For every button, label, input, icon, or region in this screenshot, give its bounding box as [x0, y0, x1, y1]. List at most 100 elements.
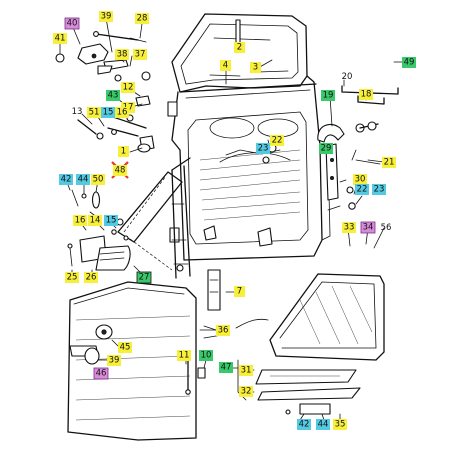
callout-56: 56 — [381, 223, 392, 233]
callout-7: 7 — [234, 286, 245, 297]
callout-42-a: 42 — [59, 174, 73, 185]
callout-11: 11 — [177, 350, 191, 361]
svg-text:15: 15 — [103, 108, 114, 118]
svg-text:23: 23 — [374, 185, 385, 195]
callout-12: 12 — [121, 82, 135, 93]
svg-text:31: 31 — [241, 366, 252, 376]
svg-text:56: 56 — [381, 223, 392, 233]
svg-text:26: 26 — [86, 273, 97, 283]
vent-glass-parts — [203, 273, 385, 415]
svg-text:23: 23 — [258, 144, 269, 154]
callout-15-top: 15 — [101, 107, 115, 118]
svg-text:30: 30 — [355, 175, 366, 185]
svg-text:14: 14 — [90, 216, 101, 226]
svg-text:50: 50 — [93, 175, 104, 185]
svg-text:35: 35 — [335, 420, 346, 430]
part-callouts: 28 40 41 39 38 37 12 2 3 4 49 20 19 18 4… — [53, 11, 416, 430]
svg-text:3: 3 — [253, 63, 258, 73]
callout-33: 33 — [342, 222, 356, 233]
svg-text:20: 20 — [342, 72, 353, 82]
callout-44-b: 44 — [316, 419, 330, 430]
svg-text:32: 32 — [241, 387, 252, 397]
svg-text:16: 16 — [117, 108, 128, 118]
callout-39-b: 39 — [107, 355, 121, 366]
door-trim-panel — [67, 281, 206, 441]
svg-text:27: 27 — [139, 273, 150, 283]
svg-text:19: 19 — [323, 91, 334, 101]
callout-1: 1 — [118, 146, 129, 157]
svg-text:48: 48 — [115, 166, 126, 176]
svg-text:47: 47 — [221, 363, 232, 373]
callout-25: 25 — [65, 272, 79, 283]
svg-text:46: 46 — [96, 369, 107, 379]
callout-23-b: 23 — [372, 184, 386, 195]
callout-34: 34 — [360, 221, 376, 234]
callout-3: 3 — [250, 62, 261, 73]
handle-parts — [262, 85, 399, 210]
callout-10: 10 — [199, 350, 213, 361]
svg-text:18: 18 — [361, 90, 372, 100]
callout-29: 29 — [319, 143, 333, 154]
svg-text:25: 25 — [67, 273, 78, 283]
callout-43: 43 — [106, 90, 120, 101]
svg-text:15: 15 — [106, 216, 117, 226]
svg-text:39: 39 — [109, 356, 120, 366]
svg-text:33: 33 — [344, 223, 355, 233]
callout-27: 27 — [136, 271, 152, 284]
svg-text:42: 42 — [61, 175, 72, 185]
callout-36: 36 — [216, 325, 230, 336]
callout-40: 40 — [64, 17, 80, 30]
svg-text:42: 42 — [299, 420, 310, 430]
callout-49: 49 — [402, 57, 416, 68]
svg-text:4: 4 — [223, 61, 228, 71]
svg-text:16: 16 — [75, 216, 86, 226]
callout-37: 37 — [133, 49, 147, 60]
callout-41: 41 — [53, 33, 67, 44]
callout-22-b: 22 — [355, 184, 369, 195]
callout-42-b: 42 — [297, 419, 311, 430]
svg-text:7: 7 — [237, 287, 242, 297]
svg-text:37: 37 — [135, 50, 146, 60]
callout-32: 32 — [239, 386, 253, 397]
svg-text:36: 36 — [218, 326, 229, 336]
callout-47: 47 — [219, 362, 233, 373]
svg-text:1: 1 — [121, 147, 126, 157]
svg-text:43: 43 — [108, 91, 119, 101]
svg-text:44: 44 — [318, 420, 329, 430]
door-frame — [167, 13, 331, 261]
callout-38: 38 — [115, 49, 129, 60]
callout-4: 4 — [220, 60, 231, 71]
svg-text:44: 44 — [78, 175, 89, 185]
callout-14: 14 — [88, 215, 102, 226]
svg-text:49: 49 — [404, 58, 415, 68]
svg-text:39: 39 — [101, 12, 112, 22]
svg-text:29: 29 — [321, 144, 332, 154]
svg-text:13: 13 — [72, 107, 83, 117]
svg-text:22: 22 — [272, 136, 283, 146]
callout-50: 50 — [91, 174, 105, 185]
svg-text:22: 22 — [357, 185, 368, 195]
callout-16-b: 16 — [73, 215, 87, 226]
callout-51: 51 — [87, 107, 101, 118]
window-regulator — [117, 157, 191, 279]
callout-31: 31 — [239, 365, 253, 376]
callout-28: 28 — [135, 13, 149, 24]
svg-text:12: 12 — [123, 83, 134, 93]
callout-35: 35 — [333, 419, 347, 430]
callout-22-top: 22 — [270, 135, 284, 146]
callout-21: 21 — [382, 157, 396, 168]
callout-18: 18 — [359, 89, 373, 100]
svg-text:51: 51 — [89, 108, 100, 118]
callout-26: 26 — [84, 272, 98, 283]
svg-text:2: 2 — [237, 43, 242, 53]
svg-text:21: 21 — [384, 158, 395, 168]
callout-30: 30 — [353, 174, 367, 185]
callout-19: 19 — [321, 90, 335, 101]
svg-text:38: 38 — [117, 50, 128, 60]
svg-text:11: 11 — [179, 351, 190, 361]
svg-text:41: 41 — [55, 34, 66, 44]
callout-20: 20 — [342, 72, 353, 82]
svg-text:10: 10 — [201, 351, 212, 361]
callout-13: 13 — [72, 107, 83, 117]
